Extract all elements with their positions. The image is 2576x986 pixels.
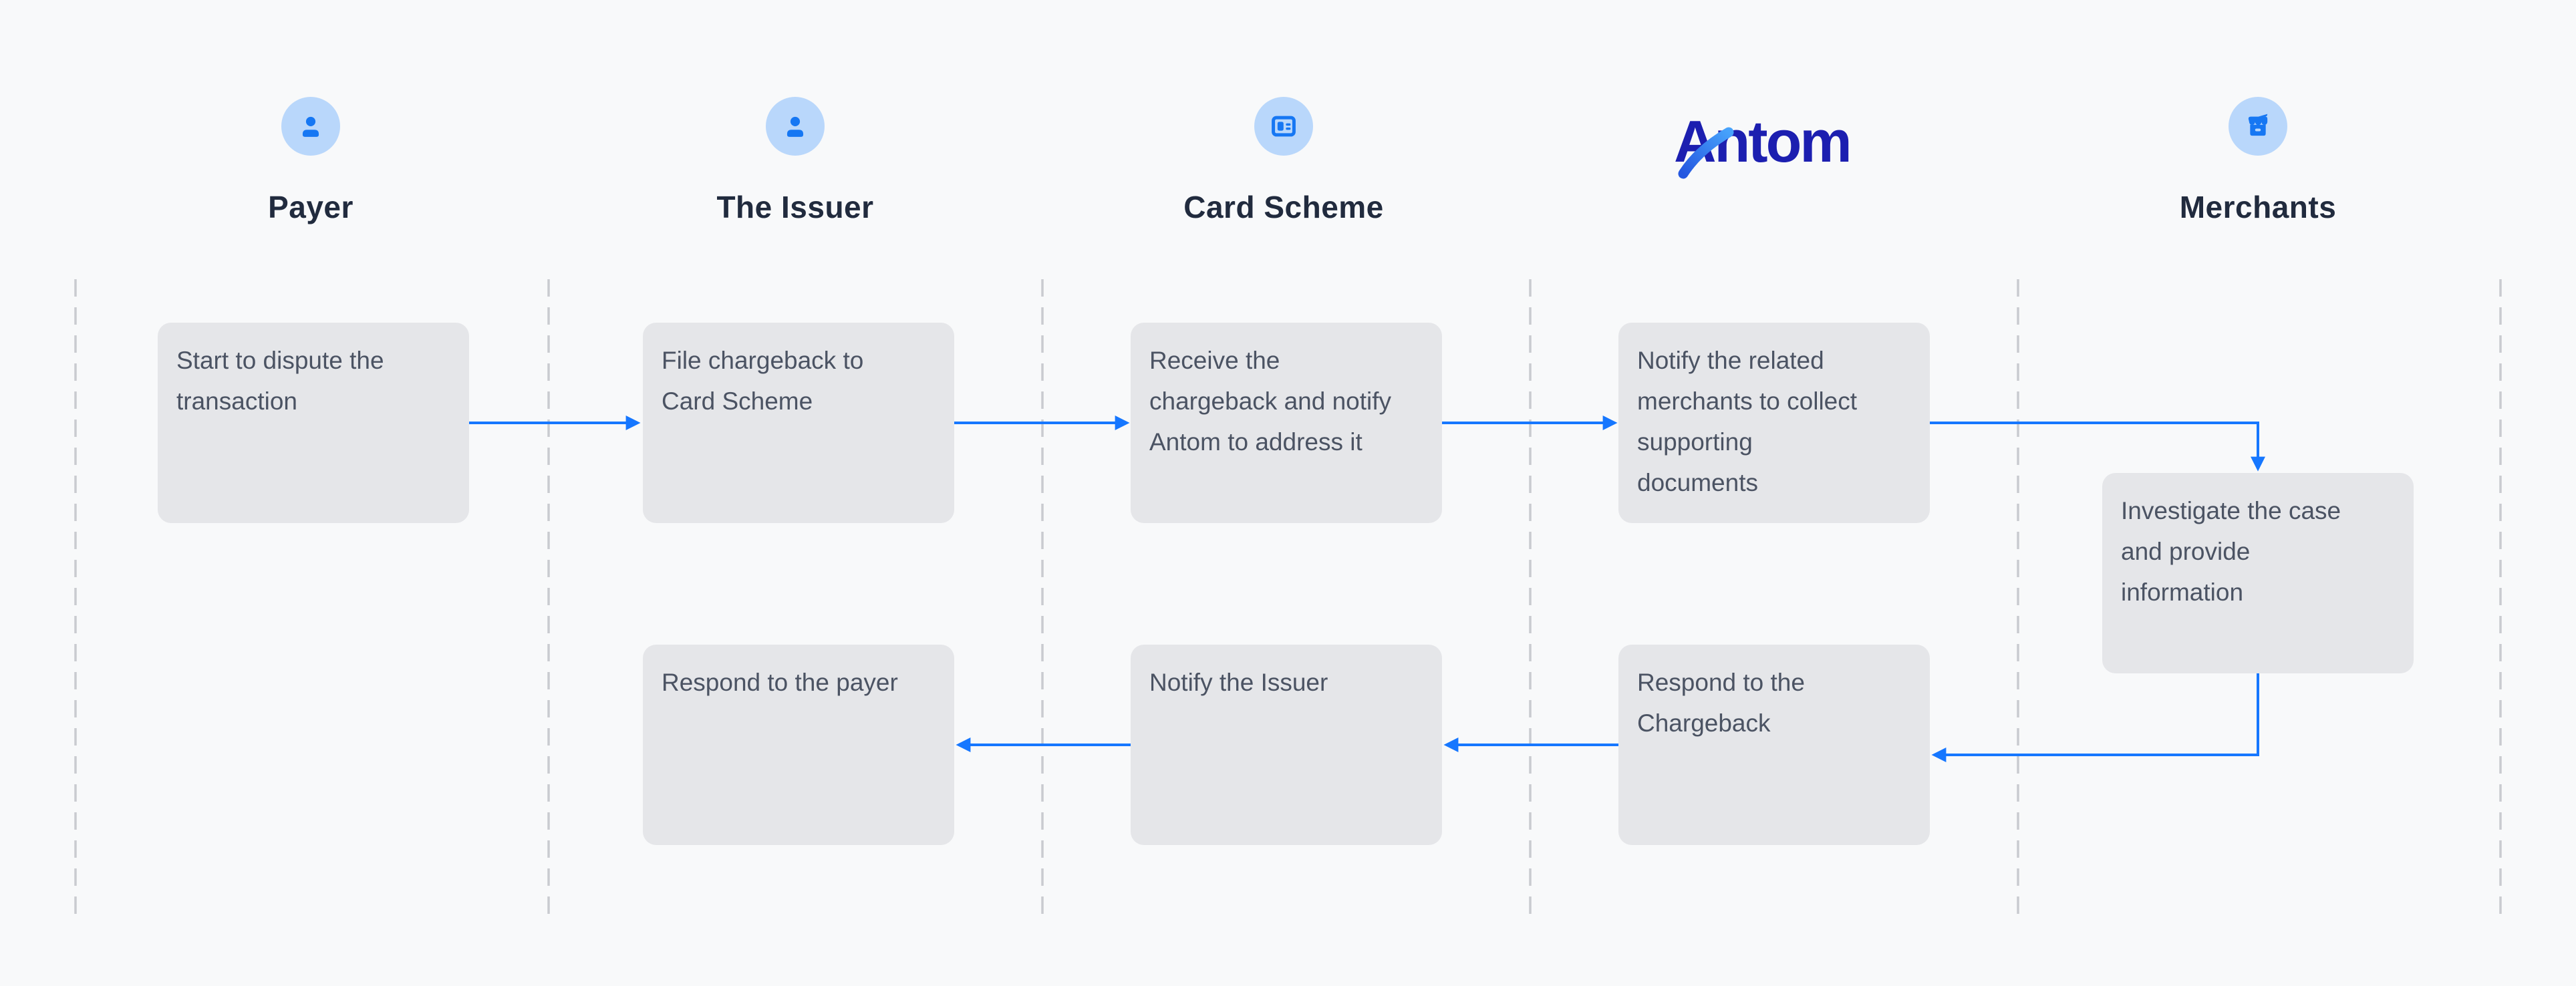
user-icon: [786, 116, 804, 137]
step-box-scheme-receive-notify: Receive the chargeback and notify Antom …: [1131, 323, 1442, 523]
card-scheme-avatar: [1254, 97, 1313, 156]
flow-arrows: [469, 416, 2265, 762]
lane-label-card-scheme: Card Scheme: [1183, 190, 1384, 224]
step-box-issuer-respond-payer: Respond to the payer: [643, 645, 954, 845]
lane-label-merchants: Merchants: [2179, 190, 2337, 224]
step-box-antom-respond-chargeback: Respond to the Chargeback: [1618, 645, 1930, 845]
id-card-icon: [1272, 116, 1296, 137]
step-box-scheme-notify-issuer: Notify the Issuer: [1131, 645, 1442, 845]
merchants-avatar: [2229, 97, 2287, 156]
antom-logo-text: Antom: [1674, 108, 1852, 174]
step-box-merchant-investigate: Investigate the case and provide informa…: [2102, 473, 2414, 673]
arrow-merchant-to-antom-back: [1931, 673, 2259, 762]
step-box-antom-notify-merchants: Notify the related merchants to collect …: [1618, 323, 1930, 523]
issuer-avatar: [766, 97, 825, 156]
lane-label-issuer: The Issuer: [716, 190, 874, 224]
storefront-icon: [2248, 114, 2268, 136]
antom-logo: Antom: [1674, 108, 1874, 179]
user-icon: [302, 116, 319, 137]
step-box-payer-dispute: Start to dispute the transaction: [158, 323, 469, 523]
payer-avatar: [281, 97, 340, 156]
lane-label-payer: Payer: [268, 190, 353, 224]
arrow-antom-to-merchant: [1930, 422, 2265, 472]
step-box-issuer-file-chargeback: File chargeback to Card Scheme: [643, 323, 954, 523]
lane-divider-dashed-lines: [74, 279, 2502, 919]
